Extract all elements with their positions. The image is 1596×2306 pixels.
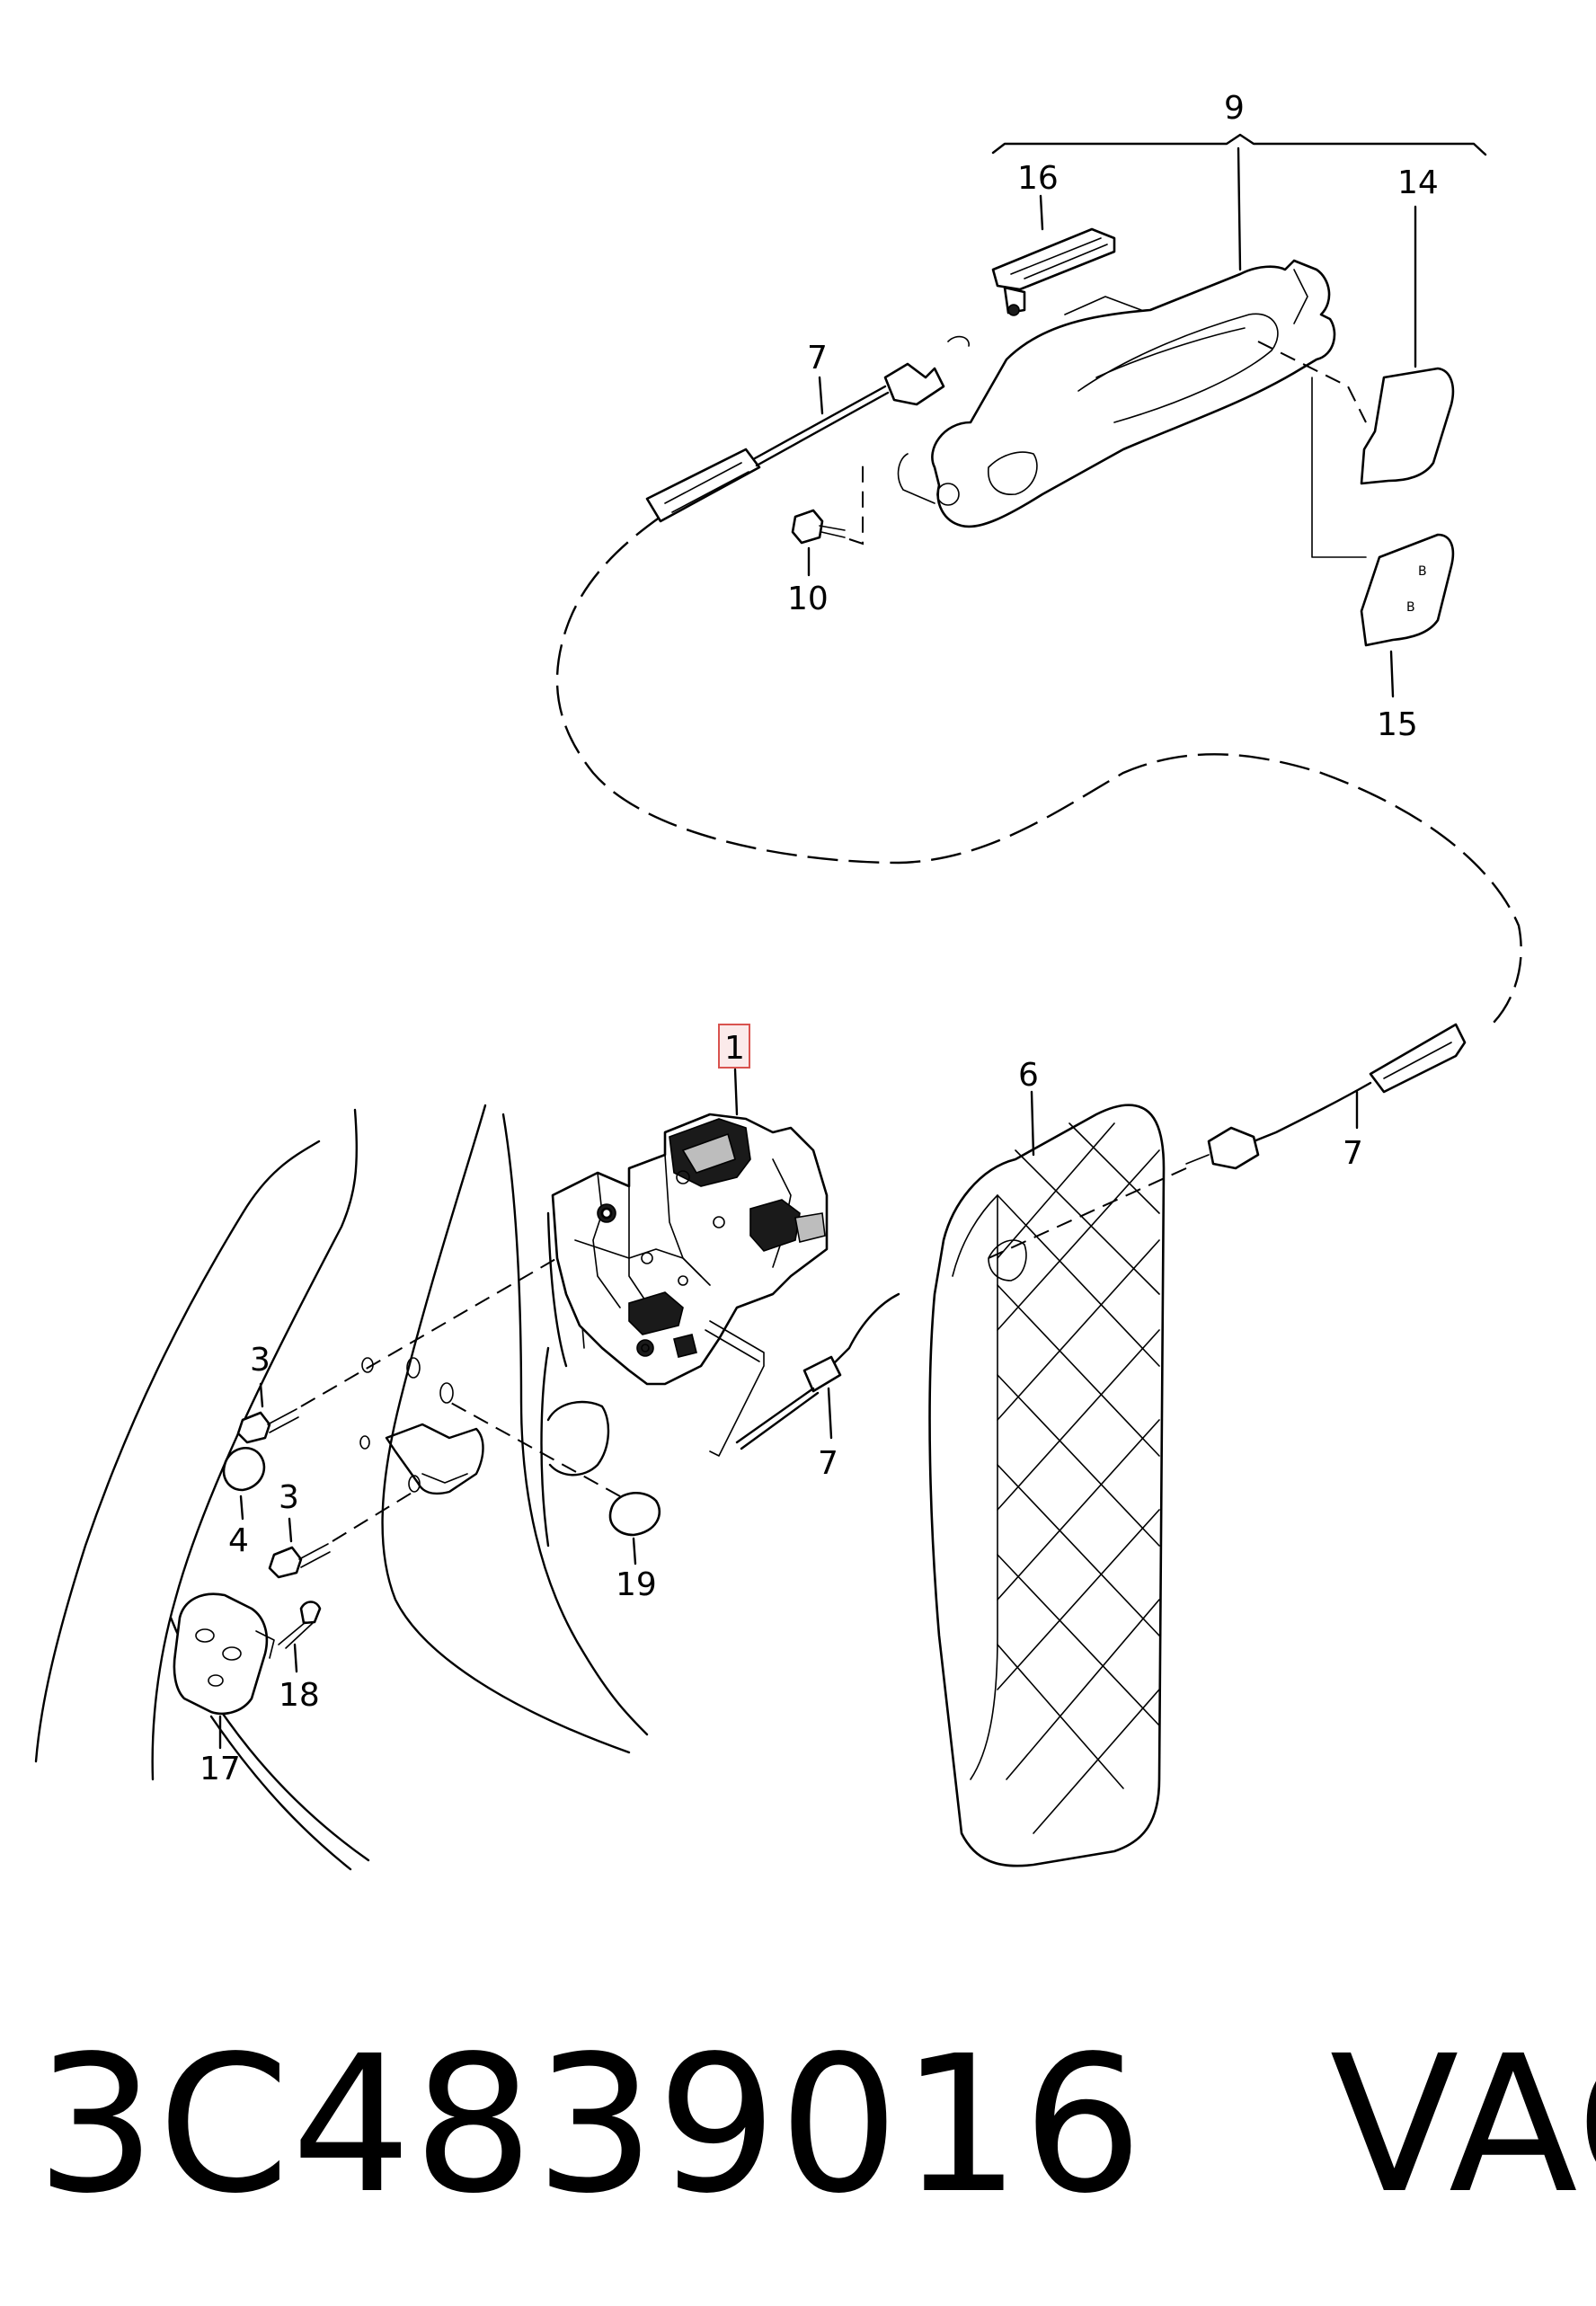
part-16-handle-cap [991,194,1116,316]
callout-9: 9 [1224,90,1245,127]
part-14-end-cap [1257,205,1455,485]
callout-10: 10 [787,581,829,617]
callout-7: 7 [1343,1135,1363,1172]
callout-6: 6 [1018,1057,1039,1094]
callout-7: 7 [807,340,828,377]
callout-1: 1 [724,1030,745,1067]
callout-19: 19 [616,1566,657,1603]
part-7-lower-cable [735,1292,900,1450]
part-10-bolt [791,458,864,577]
callout-3: 3 [250,1342,270,1379]
part-7-upper-cable [645,335,970,523]
callout-14: 14 [1397,164,1439,201]
callout-7: 7 [818,1445,838,1482]
part-17-striker-plate [173,1592,275,1750]
part-19-plug [448,1401,661,1565]
callout-17: 17 [200,1751,241,1787]
handle-carrier [897,259,1336,528]
callout-numbers: 9 16 14 7 10 15 6 7 7 3 3 4 19 18 17 1 [200,90,1439,1787]
callout-4: 4 [228,1522,249,1559]
part-4-plug [222,1447,266,1521]
cable-route-line [555,516,1522,1025]
part-18-bolt [278,1601,322,1673]
svg-text:B: B [1418,564,1427,579]
callout-16: 16 [1017,160,1059,197]
lock-mechanism [551,1068,829,1457]
brand-name: VAG [1329,2015,1596,2235]
callout-15: 15 [1377,706,1418,743]
group-9-bracket [991,133,1487,271]
callout-1-highlight-box [718,1024,750,1069]
part-7-right-cable [1185,1023,1467,1170]
part-6-foil-panel [928,1090,1187,1867]
part-number-caption: 3C4839016 VAG [36,2031,1596,2220]
part-15-lock-cap: B B [1311,377,1455,698]
callout-3: 3 [279,1479,299,1516]
part-3-screw-lower [268,1491,414,1579]
part-3-screw-upper [236,1257,558,1444]
part-number: 3C4839016 [36,2015,1145,2235]
svg-text:B: B [1406,600,1415,615]
callout-18: 18 [279,1677,320,1714]
